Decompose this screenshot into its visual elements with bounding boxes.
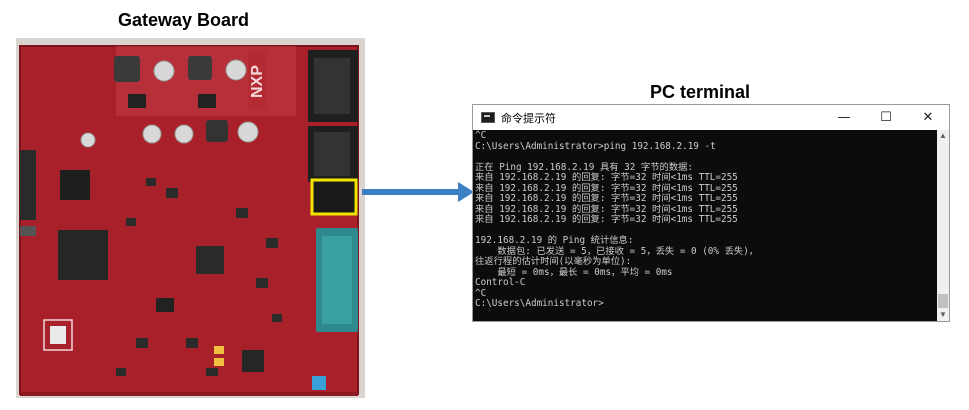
svg-text:NXP: NXP <box>249 65 266 98</box>
gateway-board-photo: NXP <box>16 38 365 398</box>
nxp-logo: NXP <box>248 52 266 108</box>
console-line: 来自 192.168.2.19 的回复: 字节=32 时间<1ms TTL=25… <box>475 203 738 215</box>
cmd-icon <box>481 112 495 123</box>
minimize-icon[interactable]: — <box>837 110 851 125</box>
window-titlebar[interactable]: 命令提示符 — ☐ ✕ <box>473 105 949 130</box>
console-line: 数据包: 已发送 = 5，已接收 = 5，丢失 = 0 (0% 丢失)， <box>475 245 759 257</box>
console-line: 来自 192.168.2.19 的回复: 字节=32 时间<1ms TTL=25… <box>475 214 738 225</box>
console-line <box>473 152 937 163</box>
scroll-thumb[interactable] <box>938 294 948 308</box>
board-title: Gateway Board <box>118 10 250 30</box>
console-line: 来自 192.168.2.19 的回复: 字节=32 时间<1ms TTL=25… <box>475 172 738 183</box>
scroll-up-icon[interactable]: ▲ <box>939 131 947 140</box>
maximize-icon[interactable]: ☐ <box>880 110 892 125</box>
console-line: Control-C <box>475 277 526 288</box>
console-line: 192.168.2.19 的 Ping 统计信息: <box>475 235 634 246</box>
console-line: ^C <box>475 130 487 141</box>
pc-terminal-title: PC terminal <box>650 82 751 102</box>
console-prompt[interactable]: C:\Users\Administrator> <box>475 298 604 309</box>
console-line: 正在 Ping 192.168.2.19 具有 32 字节的数据: <box>475 161 694 173</box>
console-line: 最短 = 0ms，最长 = 0ms，平均 = 0ms <box>475 266 673 278</box>
console-output[interactable]: ^C C:\Users\Administrator>ping 192.168.2… <box>473 130 937 321</box>
connection-arrow <box>362 182 474 202</box>
close-icon[interactable]: ✕ <box>922 110 934 125</box>
window-title: 命令提示符 <box>501 112 556 125</box>
ethernet-port-highlight <box>310 178 358 216</box>
console-scrollbar[interactable]: ▲ ▼ <box>937 130 949 321</box>
console-line: 来自 192.168.2.19 的回复: 字节=32 时间<1ms TTL=25… <box>475 193 738 204</box>
console-line: 来自 192.168.2.19 的回复: 字节=32 时间<1ms TTL=25… <box>475 182 738 194</box>
console-line: ^C <box>475 287 487 299</box>
command-prompt-window[interactable]: 命令提示符 — ☐ ✕ ^C C:\Users\Administrator>pi… <box>472 104 950 322</box>
console-line: 往返行程的估计时间(以毫秒为单位): <box>475 256 632 267</box>
scroll-down-icon[interactable]: ▼ <box>939 310 947 319</box>
console-line: C:\Users\Administrator>ping 192.168.2.19… <box>475 140 716 152</box>
